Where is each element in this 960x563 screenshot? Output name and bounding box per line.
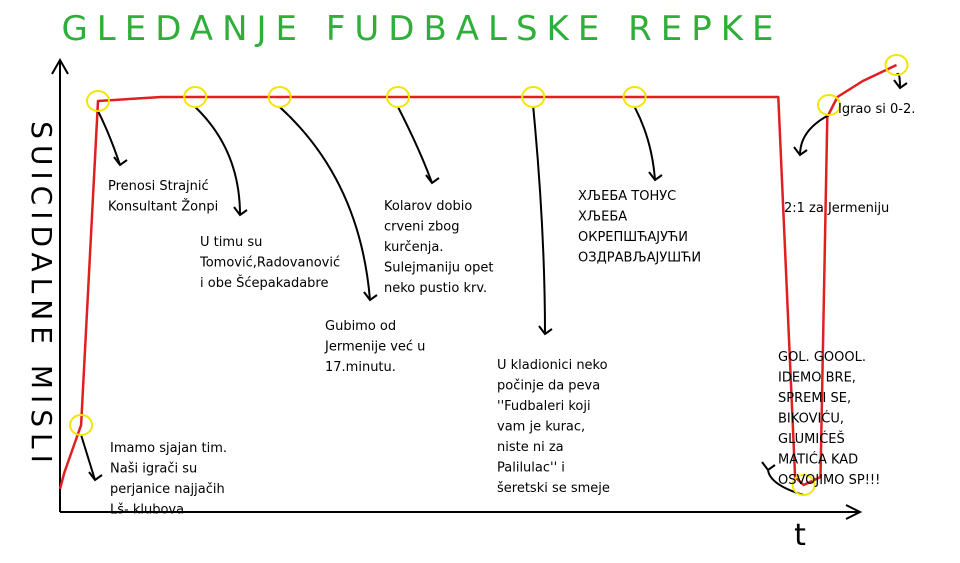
- annotation-note-line: Kolarov dobio: [384, 199, 472, 214]
- annotation-marker: [622, 86, 647, 108]
- annotation-note-line: Sulejmaniju opet: [384, 261, 493, 276]
- annotation-note-line: U kladionici neko: [497, 358, 608, 373]
- annotation-marker: [86, 90, 110, 112]
- annotation-note-line: Igrao si 0-2.: [838, 102, 915, 117]
- annotation-marker: [183, 86, 208, 108]
- annotation-arrowhead: [233, 206, 248, 217]
- annotation-note-line: SPREMI SE,: [778, 391, 851, 406]
- annotation-arrowhead: [113, 156, 128, 167]
- annotation-note: Imamo sjajan tim. Naši igrači su perjanice…: [110, 441, 227, 518]
- annotation-markers: [69, 54, 909, 496]
- annotation-note-line: perjanice najjačih: [110, 482, 225, 497]
- annotation-arrow: [279, 106, 371, 301]
- annotation-note: Kolarov dobio crveni zbog kurčenja. Sulejma…: [384, 199, 493, 296]
- annotation-note: Gubimo od Jermenije već u 17.minutu.: [324, 319, 425, 375]
- annotation-note-line: ОЗДРАВЉАЈУШЋИ: [578, 251, 701, 266]
- annotation-arrowhead: [793, 146, 808, 157]
- annotation-note-line: Palilulac'' i: [497, 461, 565, 476]
- annotation-note-line: 17.minutu.: [325, 360, 396, 375]
- annotation-note-line: GOL. GOOOL.: [778, 350, 866, 365]
- annotation-note-line: Imamo sjajan tim.: [110, 441, 227, 456]
- annotation-note-line: BIKOVIĆU,: [778, 411, 844, 427]
- annotation-arrow: [97, 110, 121, 166]
- annotation-note-line: IDEMO BRE,: [778, 371, 856, 386]
- series-line: [58, 63, 898, 490]
- annotation-notes: Imamo sjajan tim. Naši igrači su perjanice…: [108, 102, 915, 518]
- annotation-note: Igrao si 0-2.: [838, 102, 915, 117]
- annotation-note-line: Naši igrači su: [110, 462, 197, 477]
- annotation-note: U kladionici neko počinje da peva ''Fudbal…: [497, 358, 610, 496]
- annotation-note-line: crveni zbog: [384, 220, 459, 235]
- annotation-arrowhead: [538, 325, 553, 336]
- annotation-note-line: niste ni za: [497, 440, 564, 455]
- annotation-arrow: [194, 106, 241, 216]
- annotation-arrowhead: [648, 171, 663, 182]
- annotation-note-line: Prenosi Strajnić: [108, 179, 209, 194]
- annotation-arrow: [532, 106, 546, 335]
- annotation-note: GOL. GOOOL. IDEMO BRE, SPREMI SE, BIKOVIĆU,…: [778, 350, 880, 488]
- annotation-arrow: [397, 106, 433, 184]
- annotation-note: ХЉЕБА ТОНУС ХЉЕБА ОКРЕПШЋАЈУЋИ ОЗДРАВЉАЈУШЋ…: [578, 189, 701, 266]
- annotation-note-line: počinje da peva: [497, 379, 600, 394]
- annotation-marker: [791, 474, 816, 496]
- annotation-note-line: Konsultant Žonpi: [108, 199, 218, 215]
- annotation-arrow: [80, 434, 96, 481]
- chart-title: GLEDANJE FUDBALSKE REPKE: [61, 9, 782, 49]
- annotation-note-line: Gubimo od: [325, 319, 396, 334]
- annotation-arrow: [633, 106, 656, 181]
- annotation-arrows: [80, 72, 908, 496]
- annotation-arrowhead: [425, 174, 440, 185]
- annotation-note-line: OSVOJIMO SP!!!: [778, 473, 880, 488]
- annotation-note-line: kurčenja.: [384, 240, 444, 255]
- annotation-note-line: neko pustio krv.: [384, 281, 487, 296]
- annotation-note: 2:1 za Jermeniju: [784, 201, 889, 216]
- x-axis-arrowhead: [845, 504, 863, 520]
- annotation-marker: [521, 86, 546, 108]
- annotation-arrow: [799, 114, 830, 156]
- annotation-arrowhead: [761, 461, 776, 472]
- annotation-note-line: i obe Šćepakadabre: [200, 275, 329, 291]
- annotation-note-line: Tomović,Radovanović: [199, 256, 340, 271]
- annotation-arrowhead: [893, 79, 908, 90]
- annotation-note-line: ХЉЕБА ТОНУС: [578, 189, 676, 204]
- annotation-marker: [386, 86, 410, 108]
- annotation-arrowhead: [88, 471, 103, 482]
- annotation-arrowhead: [363, 291, 378, 302]
- y-axis-arrowhead: [51, 57, 69, 75]
- annotation-note-line: Lš- klubova: [110, 503, 184, 518]
- annotation-note-line: vam je kurac,: [497, 420, 585, 435]
- annotation-marker: [884, 54, 909, 76]
- annotation-note-line: ХЉЕБА: [578, 210, 627, 225]
- annotation-note-line: ОКРЕПШЋАЈУЋИ: [578, 230, 688, 245]
- annotation-note-line: ''Fudbaleri koji: [497, 399, 591, 414]
- annotation-note-line: šeretski se smeje: [497, 481, 610, 496]
- y-axis-label: SUICIDALNE MISLI: [25, 121, 58, 469]
- axes: [51, 57, 863, 520]
- annotation-marker: [817, 94, 841, 116]
- annotation-note-line: MATIĆA KAD: [778, 452, 858, 468]
- annotation-note-line: GLUMIĆEŠ: [778, 431, 845, 447]
- annotation-note-line: U timu su: [200, 235, 262, 250]
- x-axis-label: t: [794, 518, 806, 553]
- annotation-note-line: 2:1 za Jermeniju: [784, 201, 889, 216]
- annotation-marker: [267, 86, 292, 108]
- annotation-marker: [69, 414, 94, 436]
- annotation-note-line: Jermenije već u: [324, 340, 425, 355]
- series-layer: [58, 63, 898, 490]
- annotation-note: U timu su Tomović,Radovanović i obe Šćepak…: [199, 235, 340, 291]
